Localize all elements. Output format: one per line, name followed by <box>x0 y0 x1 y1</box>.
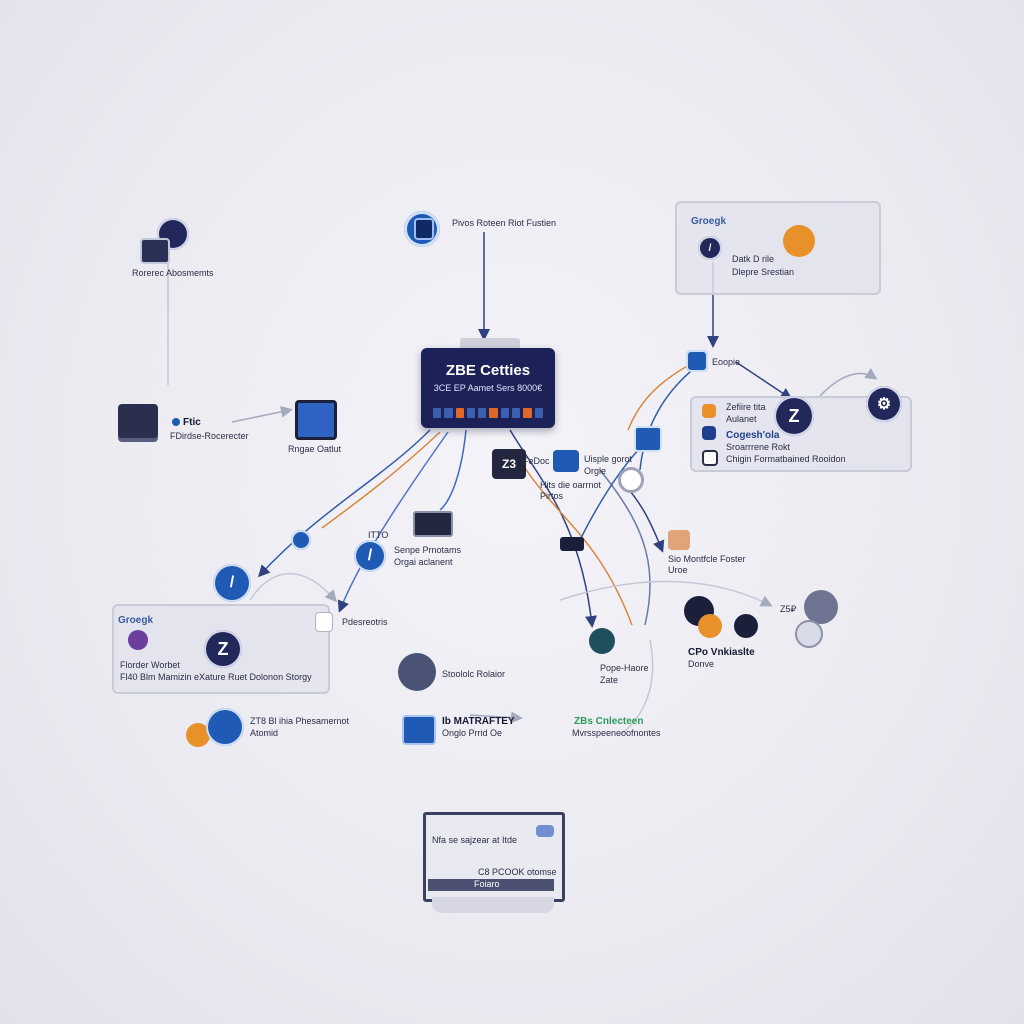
gear-icon[interactable]: ⚙ <box>866 386 902 422</box>
left-device-label1: Ftic <box>183 417 201 428</box>
ftic-badge <box>172 418 180 426</box>
top-left-label: Rorerec Abosmemts <box>132 268 214 278</box>
center-a-label: FeDoc <box>523 456 550 466</box>
laptop-badge <box>536 825 554 837</box>
left-panel-line2: Fl40 Blm Mamizin eXature Ruet Dolonon St… <box>120 672 312 682</box>
mid-small-node[interactable] <box>291 530 311 550</box>
lower-mid-line1: Stoololc Rolaior <box>442 669 506 679</box>
top-center-label: Pivos Roteen Riot Fustien <box>452 218 557 228</box>
lower-right-line1: ZBs Cnlecteen <box>574 716 644 727</box>
right-box-small-label: Eoopie <box>712 357 741 367</box>
lower-mid-line2: Ib MATRAFTEY <box>442 716 515 727</box>
mid-label-1: ITTO <box>368 530 389 540</box>
window-icon[interactable] <box>402 715 436 745</box>
z-badge-right[interactable]: Z <box>774 396 814 436</box>
screen-icon-right[interactable] <box>634 426 662 452</box>
hub-title: ZBE Cetties <box>445 362 531 379</box>
orange-status-icon <box>783 225 815 257</box>
z3-box[interactable]: Z3 <box>492 449 526 479</box>
ring-connector-icon[interactable] <box>618 467 644 493</box>
tablet-dark-icon[interactable] <box>413 511 453 537</box>
right-panel-line3: Cogesh'ola <box>726 430 780 441</box>
top-right-panel-title: Groegk <box>691 216 727 227</box>
lower-right-line2: Mvrsspeeneoofnontes <box>572 728 661 738</box>
left-panel-title: Groegk <box>118 615 154 626</box>
central-hub-card[interactable]: ZBE Cetties 3CE EP Aamet Sers 8000€ <box>421 348 555 428</box>
edit-node-icon[interactable]: / <box>213 564 251 602</box>
lower-mid-node[interactable] <box>398 653 436 691</box>
right-panel-line5: Chigin Formatbained Rooidon <box>726 454 846 464</box>
center-b-line1: Uisple gorot <box>584 454 633 464</box>
top-right-panel-line2: Dlepre Srestian <box>732 267 795 277</box>
left-device2-label: Rngae Oatlut <box>288 444 342 454</box>
laptop-taskbar: Foiaro <box>428 879 554 891</box>
right-low-line1: CPo Vnkiaslte <box>688 647 755 658</box>
mid-label-2b: Orgai aclanent <box>394 557 453 567</box>
right-far-label: Z5₽ <box>780 604 797 614</box>
z-badge-left[interactable]: Z <box>204 630 242 668</box>
right-panel-line4: Sroarrrene Rokt <box>726 442 791 452</box>
laptop-base <box>432 897 554 913</box>
tablet-icon[interactable] <box>295 400 337 440</box>
z3-text: Z3 <box>501 457 516 471</box>
right-mid-line1: Sio Montfcle Foster <box>668 554 746 564</box>
laptop-line1: Nfa se sajzear at Itde <box>432 835 518 845</box>
center-b-line4: Pirtos <box>540 491 564 501</box>
right-mid-line2: Uroe <box>668 565 688 575</box>
lower-left-line2: Atomid <box>250 728 279 738</box>
right-low-line2: Donve <box>688 659 715 669</box>
right-panel-line1: Zefiire tita <box>726 402 766 412</box>
lower-left-node[interactable] <box>206 708 244 746</box>
left-panel-side-label: Pdesreotris <box>342 617 388 627</box>
lower-left-line1: ZT8 Bl ihia Phesamernot <box>250 716 350 726</box>
center-b-line3: Hits die oarrnot <box>540 480 602 490</box>
left-panel[interactable]: Groegk Z Florder Worbet Fl40 Blm Mamizin… <box>112 604 330 694</box>
top-right-panel[interactable]: Groegk / Datk D rile Dlepre Srestian <box>675 201 881 295</box>
hub-toolbar <box>433 408 543 418</box>
grey-node-large[interactable] <box>804 590 838 624</box>
mid-label-2a: Senpe Prnotams <box>394 545 462 555</box>
pope-haore-node[interactable] <box>589 628 615 654</box>
grey-node-small[interactable] <box>795 620 823 648</box>
center-b-line2: Orgle <box>584 466 607 476</box>
lower-mid-line3: Onglo Prrid Oe <box>442 728 503 738</box>
mid-node-icon[interactable]: / <box>354 540 386 572</box>
pen-icon[interactable]: / <box>698 236 722 260</box>
server-stack-icon[interactable] <box>118 404 158 438</box>
right-panel-line2: Aulanet <box>726 414 757 424</box>
blue-square-icon <box>702 426 716 440</box>
laptop-line2: C8 PCOOK otomse <box>478 867 557 877</box>
laptop-line3: Foiaro <box>474 879 500 889</box>
doc-icon <box>702 450 718 466</box>
center-low-line1: Pope-Haore <box>600 663 649 673</box>
right-mid-icon <box>668 530 690 550</box>
monitor-icon-inner <box>414 218 434 240</box>
hub-subtitle: 3CE EP Aamet Sers 8000€ <box>433 383 543 393</box>
orange-square-icon <box>702 404 716 418</box>
plug-connector-icon <box>560 537 584 551</box>
stack-icon <box>140 238 170 264</box>
blue-chip-icon[interactable] <box>553 450 579 472</box>
center-low-line2: Zate <box>600 675 619 685</box>
left-device-label2: FDirdse-Rocerecter <box>170 431 249 441</box>
top-right-panel-line1: Datk D rile <box>732 254 775 264</box>
cpo-node-b[interactable] <box>698 614 722 638</box>
cpo-node-c[interactable] <box>734 614 758 638</box>
eoopie-icon[interactable] <box>686 350 708 372</box>
purple-icon <box>128 630 148 650</box>
left-panel-line1: Florder Worbet <box>120 660 180 670</box>
connector-port-icon <box>315 612 333 632</box>
